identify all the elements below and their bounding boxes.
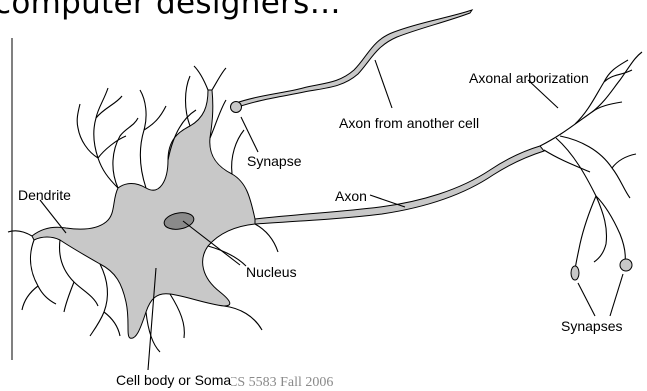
label-nucleus: Nucleus <box>246 264 297 280</box>
label-synapse: Synapse <box>247 153 301 169</box>
label-axon: Axon <box>335 188 367 204</box>
label-axon-from-another-cell: Axon from another cell <box>339 115 479 131</box>
label-cell-body: Cell body or Soma <box>116 372 231 388</box>
synapse-knob <box>231 102 242 113</box>
cell-body <box>32 90 255 338</box>
incoming-axon <box>233 10 472 108</box>
label-synapses: Synapses <box>561 318 622 334</box>
label-axonal-arborization: Axonal arborization <box>469 70 589 86</box>
slide-footer: CS 5583 Fall 2006 <box>228 375 333 391</box>
synapse-terminal-right <box>620 259 632 271</box>
label-dendrite: Dendrite <box>18 187 71 203</box>
synapse-terminal-left <box>571 266 579 280</box>
